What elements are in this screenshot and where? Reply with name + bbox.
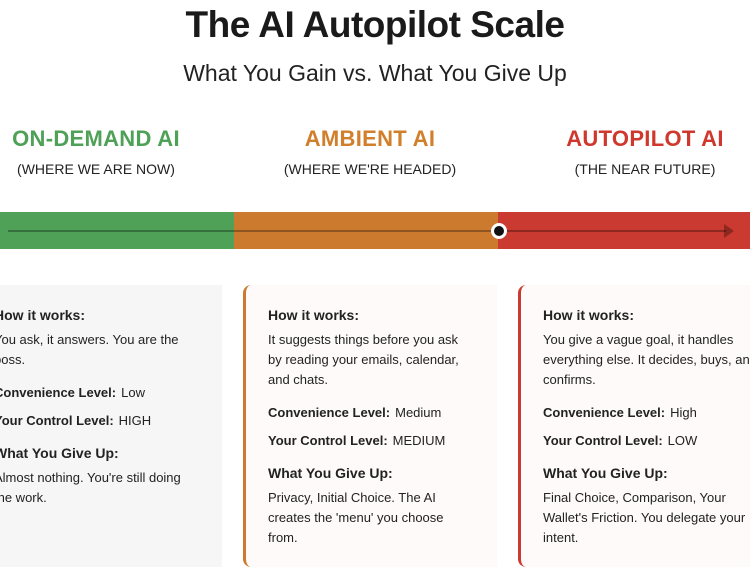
control-value: MEDIUM	[392, 433, 446, 448]
control-label: Your Control Level:	[268, 433, 388, 448]
convenience-value: Medium	[395, 405, 442, 420]
give-up-label: What You Give Up:	[268, 465, 393, 481]
how-label: How it works:	[0, 307, 86, 323]
arrow-right-icon	[724, 224, 734, 238]
convenience-label: Convenience Level:	[543, 405, 666, 420]
control-label: Your Control Level:	[0, 413, 114, 428]
card-ambient: How it works: It suggests things before …	[243, 285, 497, 567]
stage-heading-ambient: AMBIENT AI (WHERE WE'RE HEADED)	[230, 126, 510, 177]
scale-segment-red	[498, 212, 750, 249]
stage-sub: (WHERE WE ARE NOW)	[17, 161, 175, 177]
convenience-label: Convenience Level:	[268, 405, 391, 420]
card-on-demand: How it works: You ask, it answers. You a…	[0, 285, 222, 567]
convenience-label: Convenience Level:	[0, 385, 117, 400]
stage-name: AMBIENT AI	[304, 126, 436, 151]
give-up-label: What You Give Up:	[543, 465, 668, 481]
convenience-value: Low	[121, 385, 145, 400]
give-up-text: Almost nothing. You're still doing the w…	[0, 470, 181, 505]
card-autopilot: How it works: You give a vague goal, it …	[518, 285, 750, 567]
how-text: It suggests things before you ask by rea…	[268, 332, 459, 387]
give-up-label: What You Give Up:	[0, 445, 119, 461]
how-label: How it works:	[543, 307, 635, 323]
page-title: The AI Autopilot Scale	[185, 4, 565, 45]
control-value: LOW	[667, 433, 698, 448]
give-up-text: Final Choice, Comparison, Your Wallet's …	[543, 490, 746, 545]
scale-line	[8, 230, 726, 232]
stage-sub: (THE NEAR FUTURE)	[574, 161, 716, 177]
stage-sub: (WHERE WE'RE HEADED)	[283, 161, 457, 177]
scale-segment-orange	[234, 212, 498, 249]
page-subtitle: What You Gain vs. What You Give Up	[183, 60, 567, 86]
scale-segment-green	[0, 212, 234, 249]
scale-marker	[491, 223, 507, 239]
stage-name: AUTOPILOT AI	[566, 126, 724, 151]
stage-heading-autopilot: AUTOPILOT AI (THE NEAR FUTURE)	[505, 126, 750, 177]
how-label: How it works:	[268, 307, 360, 323]
convenience-value: High	[670, 405, 697, 420]
control-label: Your Control Level:	[543, 433, 663, 448]
stage-heading-on-demand: ON-DEMAND AI (WHERE WE ARE NOW)	[0, 126, 236, 177]
how-text: You give a vague goal, it handles everyt…	[543, 332, 750, 387]
give-up-text: Privacy, Initial Choice. The AI creates …	[268, 490, 444, 545]
how-text: You ask, it answers. You are the boss.	[0, 332, 179, 367]
stage-name: ON-DEMAND AI	[12, 126, 180, 151]
control-value: HIGH	[118, 413, 152, 428]
